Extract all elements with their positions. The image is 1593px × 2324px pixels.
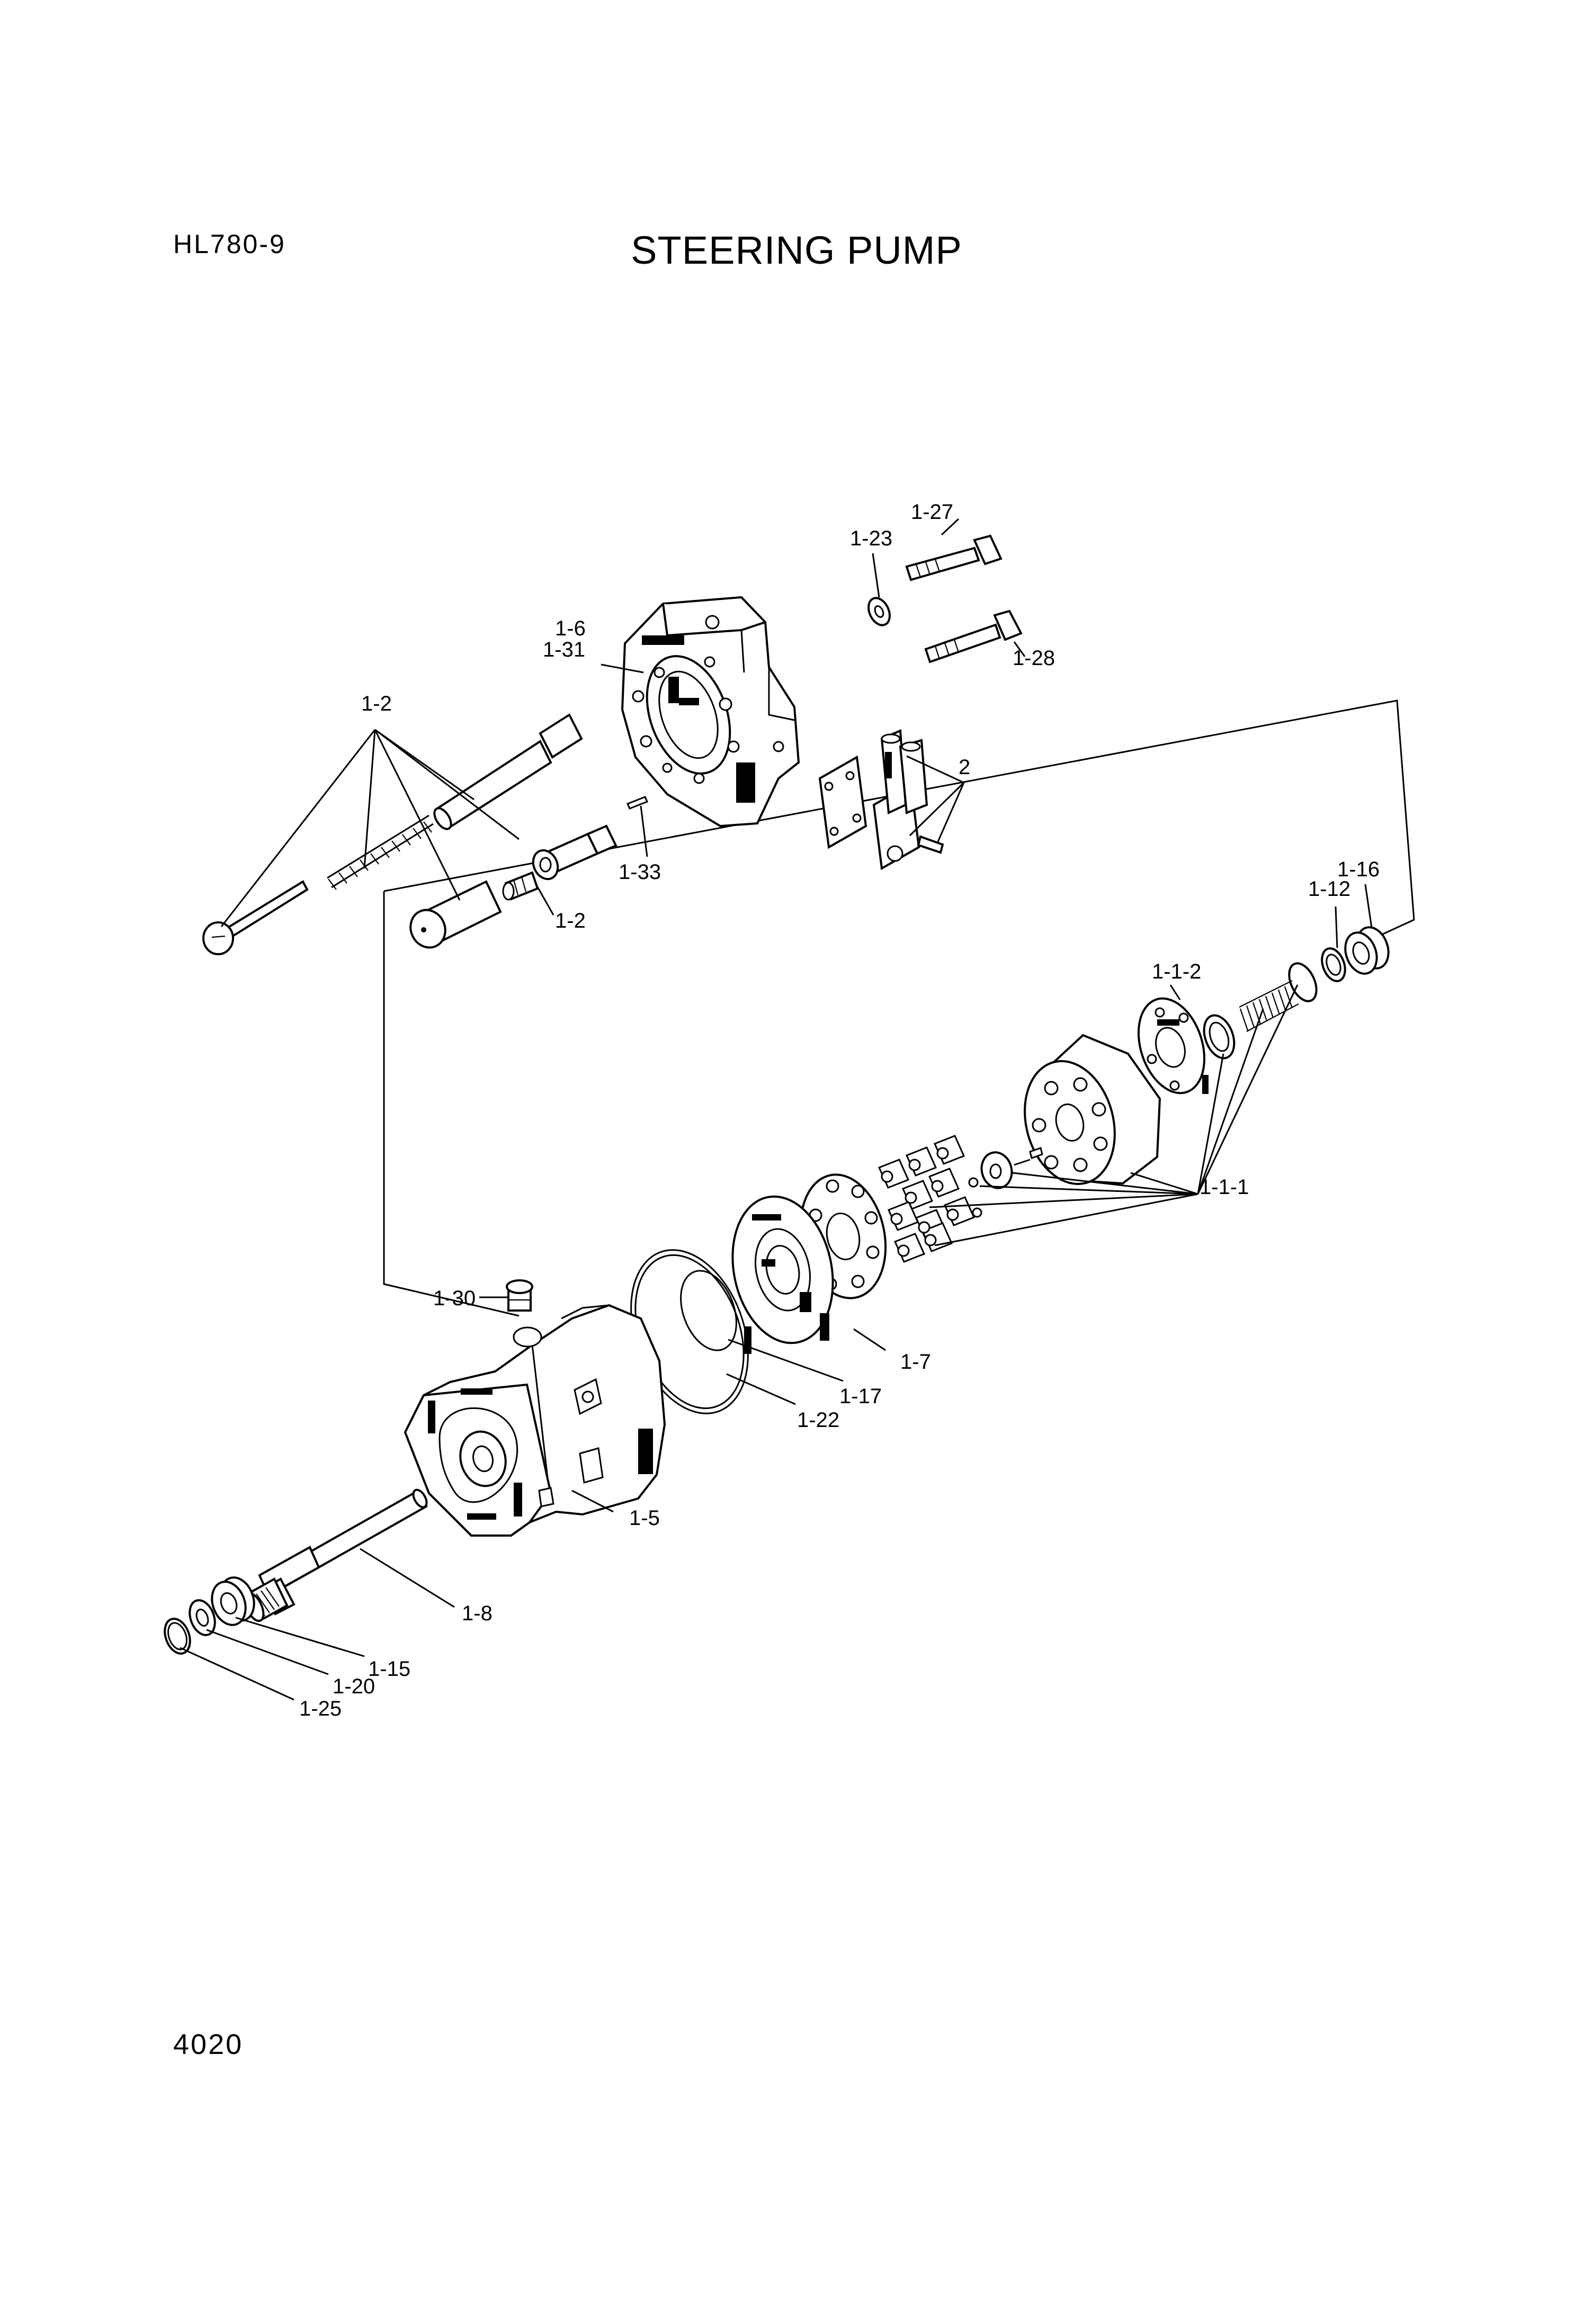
callout-1-31: 1-31: [543, 638, 585, 661]
swash-plate-1-17: [731, 1195, 834, 1354]
callout-1-17: 1-17: [839, 1385, 882, 1408]
model-code: HL780-9: [173, 229, 286, 259]
small-plug: [502, 871, 539, 901]
valve-plate-1-1-2: [1137, 997, 1209, 1094]
callout-1-2-upper: 1-2: [361, 692, 392, 715]
callout-1-20: 1-20: [333, 1675, 375, 1698]
cylinder-block: [1024, 1034, 1161, 1185]
callout-1-6: 1-6: [555, 617, 586, 640]
valve-block: [621, 596, 800, 828]
pin-1-33: [626, 796, 649, 810]
drive-shaft-1-8: [244, 1488, 428, 1622]
callout-1-8: 1-8: [462, 1602, 493, 1625]
spacer-1-20: [189, 1599, 216, 1636]
retainer-ring: [1203, 1014, 1236, 1060]
callout-1-15: 1-15: [368, 1657, 410, 1681]
servo-piston: [433, 713, 583, 830]
callout-1-1-2: 1-1-2: [1152, 960, 1201, 983]
page-title: STEERING PUMP: [631, 228, 962, 272]
callout-1-1-1: 1-1-1: [1200, 1176, 1249, 1199]
o-ring-small: [1288, 962, 1318, 1002]
bolt-1-28: [924, 609, 1023, 663]
leader-lines: [180, 518, 1373, 1701]
control-spring: [327, 814, 434, 890]
snap-ring-1-25: [164, 1618, 191, 1655]
plug-1-30: [506, 1279, 533, 1312]
callout-1-22: 1-22: [797, 1408, 839, 1432]
callout-1-25: 1-25: [299, 1697, 342, 1720]
callout-labels: 1-27 1-23 1-28 1-6 1-31 1-2 2 1-33 1-2 1…: [299, 500, 1380, 1720]
control-sleeve: [532, 824, 617, 881]
callout-2: 2: [959, 756, 970, 779]
compensator-valve: [818, 729, 944, 871]
cylinder-spring: [1239, 980, 1299, 1032]
bolt-1-27: [905, 534, 1003, 581]
callout-1-5: 1-5: [629, 1506, 660, 1530]
callout-1-28: 1-28: [1013, 647, 1055, 670]
spherical-bushing: [980, 1151, 1031, 1189]
piston-cap: [409, 880, 502, 949]
callout-1-2-lower: 1-2: [555, 909, 586, 932]
page-number: 4020: [173, 2029, 244, 2060]
callout-1-12: 1-12: [1308, 877, 1350, 901]
callout-1-27: 1-27: [911, 500, 953, 524]
piston-shoes: [878, 1135, 982, 1263]
shim-1-12: [1321, 947, 1346, 982]
control-piston-rod: [202, 880, 309, 955]
callout-1-23: 1-23: [850, 527, 892, 550]
washer-1-23: [867, 597, 891, 626]
callout-1-16: 1-16: [1337, 858, 1380, 881]
pump-housing-1-5: [404, 1304, 666, 1537]
callout-1-30: 1-30: [433, 1287, 476, 1310]
callout-1-7: 1-7: [900, 1350, 931, 1374]
seal-ring-1-17: [680, 1270, 737, 1351]
callout-1-33: 1-33: [619, 860, 661, 884]
bearing-1-16: [1344, 926, 1390, 975]
bearing-1-15: [211, 1576, 255, 1626]
